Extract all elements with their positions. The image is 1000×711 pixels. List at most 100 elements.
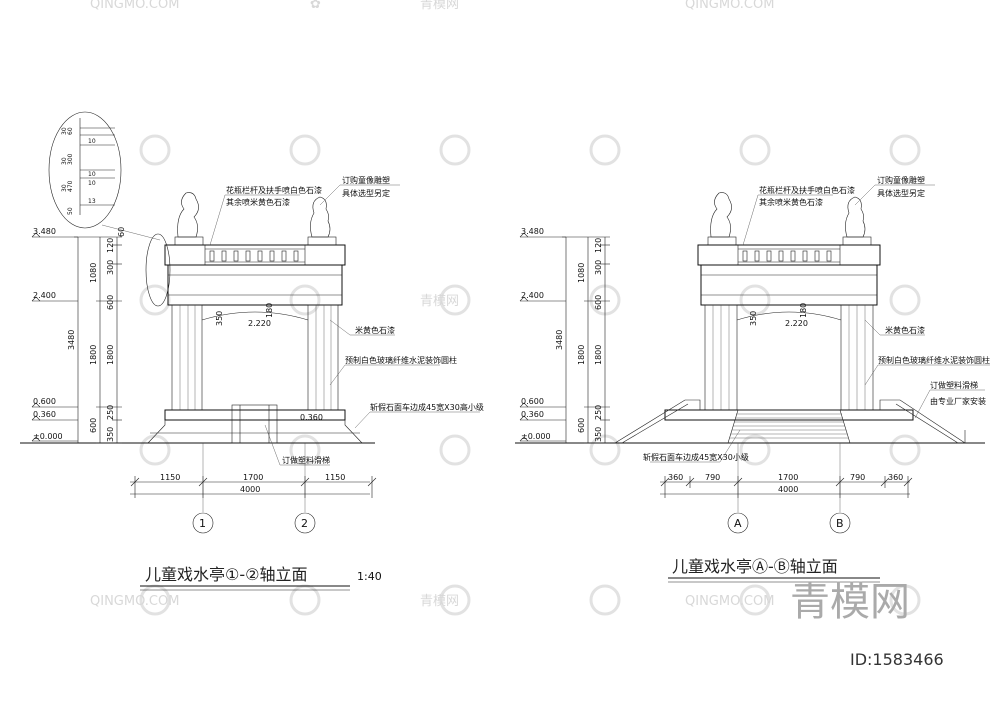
dim-label: 790 [705,473,720,482]
level-marks: 3.480 2.400 0.600 0.360 ±0.000 [31,227,78,442]
horizontal-dimension: 360 790 1700 790 360 4000 [660,443,913,512]
dim-label: 1800 [594,345,603,365]
level-mark: ±0.000 [33,432,63,441]
axis-bubble [829,512,851,534]
svg-text:60: 60 [67,127,74,135]
dim-label: 1800 [89,345,98,365]
dim-total: 4000 [240,485,260,494]
pavilion-left: 2.220 350 180 0.360 [147,192,363,444]
note-statue2: 具体选型另定 [877,188,925,198]
axis-bubble [727,512,749,534]
svg-text:10: 10 [88,180,96,187]
note-column: 预制白色玻璃纤维水泥装饰圆柱 [345,355,457,365]
watermark-brand: 青模网 [420,0,459,12]
watermark-logo-text: ✿ [310,0,321,12]
dim-label: 60 [117,227,126,237]
horizontal-dimension: 1150 1700 1150 4000 [130,443,377,512]
inner-dim: 180 [265,303,274,318]
dim-label: 600 [89,418,98,433]
inner-dim: 350 [215,311,224,326]
pavilion-right: 2.220 350 180 [614,192,966,444]
axis-bubble [192,512,214,534]
svg-text:470: 470 [67,180,74,192]
svg-text:30: 30 [61,127,68,135]
dim-label: 300 [594,260,603,275]
dim-label: 600 [577,418,586,433]
watermark-url: QINGMO.COM [90,0,179,12]
inner-dim: 180 [799,303,808,318]
axis-bubble [294,512,316,534]
axis-label: B [836,517,844,530]
svg-text:30: 30 [61,157,68,165]
level-mark: ±0.000 [521,432,551,441]
watermark-url: QINGMO.COM [685,594,774,609]
note-railing: 花瓶栏杆及扶手喷白色石漆 [226,185,322,195]
level-mark: 0.600 [33,397,56,406]
note-beige: 米黄色石漆 [885,325,925,335]
dim-label: 1800 [577,345,586,365]
dim-label: 1080 [577,263,586,283]
note-beige: 米黄色石漆 [355,325,395,335]
dim-label: 1800 [106,345,115,365]
detail-callout: 30 60 10 30 300 10 30 470 10 50 13 [48,111,171,307]
statue [710,192,732,238]
inner-elevation: 2.220 [785,319,808,328]
view-title-text: 儿童戏水亭Ⓐ-Ⓑ轴立面 [672,557,838,576]
annotation-notes: 花瓶栏杆及扶手喷白色石漆 其余喷米黄色石漆 订购童像雕塑 具体选型另定 米黄色石… [643,175,990,463]
brand-watermark-text: 青模网 [790,579,910,625]
statue [177,192,199,238]
level-mark: 0.360 [521,410,544,419]
note-slide: 订做塑料滑梯 [930,380,978,390]
note-slide2: 由专业厂家安装 [930,396,986,406]
dim-total: 4000 [778,485,798,494]
axis-markers: A B [727,512,851,534]
statue [845,196,866,238]
axis-label: A [734,517,742,530]
axis-label: 1 [199,517,206,530]
dim-total: 3480 [67,330,76,350]
watermark-url: QINGMO.COM [685,0,774,12]
dim-label: 1150 [325,473,345,482]
watermark-logo [139,134,921,166]
dim-label: 300 [106,260,115,275]
dim-label: 600 [106,295,115,310]
watermark-url: QINGMO.COM [90,594,179,609]
axis-markers: 1 2 [192,512,316,534]
note-railing: 花瓶栏杆及扶手喷白色石漆 [759,185,855,195]
vertical-dimension: 3480 1080 1800 600 120 300 600 1800 250 … [555,236,610,444]
svg-text:50: 50 [67,207,74,215]
dim-label: 250 [106,405,115,420]
note-steps: 斩假石面车边成45宽X30小级 [643,452,749,462]
level-mark: 3.480 [33,227,56,236]
statue [310,196,331,238]
note-statue: 订购童像雕塑 [342,175,390,185]
balusters [209,250,299,262]
inner-dim: 350 [749,311,758,326]
note-statue2: 具体选型另定 [342,188,390,198]
view-scale: 1:40 [357,570,382,583]
level-mark: 2.400 [521,291,544,300]
dim-label: 350 [106,427,115,442]
level-mark: 2.400 [33,291,56,300]
note-slide: 订做塑料滑梯 [282,455,330,465]
step-elevation: 0.360 [300,413,323,422]
view-title: 儿童戏水亭①-②轴立面 1:40 [140,565,382,591]
dim-label: 250 [594,405,603,420]
svg-text:300: 300 [67,153,74,165]
dim-label: 1080 [89,263,98,283]
watermark-brand: 青模网 [420,294,459,309]
dim-label: 120 [594,238,603,253]
vertical-dimension: 3480 1080 1800 600 120 300 600 1800 250 … [67,227,126,444]
svg-text:10: 10 [88,171,96,178]
dim-label: 790 [850,473,865,482]
dim-total: 3480 [555,330,564,350]
dim-label: 360 [668,473,683,482]
level-marks: 3.480 2.400 0.600 0.360 ±0.000 [519,227,566,442]
id-label: ID:1583466 [850,650,944,669]
right-elevation: 3.480 2.400 0.600 0.360 ±0.000 3480 1080… [515,175,990,583]
note-statue: 订购童像雕塑 [877,175,925,185]
axis-label: 2 [301,517,308,530]
left-elevation: 3.480 2.400 0.600 0.360 ±0.000 3480 1080… [20,111,484,591]
